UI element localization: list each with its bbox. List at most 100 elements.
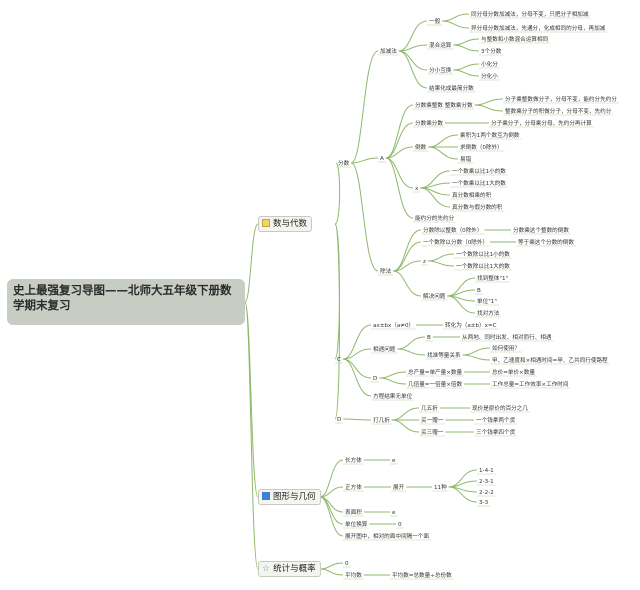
node-D[interactable]: D xyxy=(337,417,341,423)
node-bmj-r[interactable]: e xyxy=(392,510,396,516)
node-d-1r[interactable]: 总价=单价×数量 xyxy=(492,368,535,376)
node-fenshu[interactable]: 分数 xyxy=(338,159,350,167)
node-B-r[interactable]: 从两地、同时出发、相对而行、相遇 xyxy=(462,333,552,341)
node-fangcheng[interactable]: 方程结果无单位 xyxy=(373,392,413,400)
node-zhankai[interactable]: 展开 xyxy=(393,484,405,491)
node-chufa[interactable]: 除法 xyxy=(380,267,392,275)
node-daoshu-2[interactable]: 求倒数（0除外） xyxy=(460,143,503,151)
node-shiyi[interactable]: 11种 xyxy=(434,483,447,491)
node-z-1[interactable]: 一个数除以比1小的数 xyxy=(456,250,510,258)
node-changfangti[interactable]: 长方体 xyxy=(345,456,362,464)
node-yiban-1[interactable]: 同分母分数加减法，分母不变，只把分子相加减 xyxy=(471,10,589,18)
node-B[interactable]: B xyxy=(427,335,431,341)
node-pingjunshu[interactable]: 平均数 xyxy=(345,571,362,579)
node-hunhe[interactable]: 混合运算 xyxy=(429,41,452,49)
connector-x-x_2 xyxy=(420,182,451,189)
node-daoshu-3[interactable]: 易错 xyxy=(460,155,472,163)
node-pjs-r[interactable]: 平均数=总数量÷总份数 xyxy=(392,571,452,579)
connector-b3-pingjunshu xyxy=(319,568,344,576)
node-axbx-r[interactable]: 转化为（a±b）x=C xyxy=(445,321,497,329)
node-chu1[interactable]: 分数除以整数（0除外） xyxy=(423,226,483,234)
node-fscfs[interactable]: 分数乘分数 xyxy=(415,119,443,127)
node-jj-4[interactable]: 找对方法 xyxy=(477,309,500,317)
node-jj-3[interactable]: 单位"1" xyxy=(477,297,497,305)
node-dz-2r[interactable]: 一个钱拿两个货 xyxy=(476,416,516,424)
connector-zhaodeng-zd_2 xyxy=(462,354,491,361)
connector-a-fscfs xyxy=(385,122,414,159)
node-dz-1r[interactable]: 现价是原价的百分之几 xyxy=(472,404,528,412)
node-dw-r[interactable]: 0 xyxy=(398,522,402,528)
node-C[interactable]: C xyxy=(337,357,341,363)
connector-hunhe-hunhe_2 xyxy=(453,44,480,52)
node-chu1-r[interactable]: 分数乘这个整数的倒数 xyxy=(513,226,569,234)
node-chu2-r[interactable]: 等于乘这个分数的倒数 xyxy=(518,238,574,246)
branch-algebra[interactable]: 数与代数 xyxy=(258,216,313,232)
node-x-2[interactable]: 一个数乘以比1大的数 xyxy=(452,179,506,187)
node-fscz[interactable]: 分数乘整数 整数乘分数 xyxy=(415,101,473,109)
node-D2[interactable]: D xyxy=(373,376,377,382)
node-dz-1[interactable]: 几五折 xyxy=(421,404,438,412)
node-tj-0[interactable]: 0 xyxy=(345,561,349,567)
node-zd-2[interactable]: 甲、乙速度和×相遇时间=甲、乙共同行使路程 xyxy=(492,356,608,364)
node-zd-1[interactable]: 如何使用？ xyxy=(492,344,520,352)
node-d-2[interactable]: 几倍量=一倍量×倍数 xyxy=(408,380,463,388)
node-yiban-2[interactable]: 异分母分数加减法，先通分，化成相同的分母，再加减 xyxy=(471,24,606,32)
node-fscz-2[interactable]: 整数乘分子的积做分子，分母不变，先约分 xyxy=(505,107,612,115)
connector-jiejue-jj_1 xyxy=(447,277,476,297)
node-danwei[interactable]: 单位换算 xyxy=(345,520,368,528)
document-icon xyxy=(262,219,270,227)
node-fenxiao-2[interactable]: 分化小 xyxy=(481,72,498,80)
node-jj-2[interactable]: B xyxy=(477,288,481,294)
connector-c-fangcheng xyxy=(342,358,372,397)
connector-yiban-yiban_1 xyxy=(442,13,470,22)
node-s-4[interactable]: 3-3 xyxy=(479,500,489,506)
node-A[interactable]: A xyxy=(380,156,384,162)
node-dz-3r[interactable]: 三个钱拿四个货 xyxy=(476,428,516,436)
node-zhaodeng[interactable]: 找准等量关系 xyxy=(427,351,461,359)
node-z-2[interactable]: 一个数除以比1大的数 xyxy=(456,262,510,270)
node-fenxiao-1[interactable]: 小化分 xyxy=(481,60,498,68)
node-x-1[interactable]: 一个数乘以比1小的数 xyxy=(452,167,506,175)
connector-dajizhe-dz_3 xyxy=(391,419,420,433)
node-fenxiao[interactable]: 分小互换 xyxy=(429,66,452,74)
node-zhankaitu[interactable]: 展开图中，相对的面中间隔一个面 xyxy=(345,532,429,540)
node-jiejue[interactable]: 解决问题 xyxy=(423,292,446,300)
node-zhengfangti[interactable]: 正方体 xyxy=(345,483,362,491)
node-jiajianfa[interactable]: 加减法 xyxy=(380,47,397,55)
node-d-2r[interactable]: 工作总量=工作效率×工作时间 xyxy=(492,380,569,388)
node-x[interactable]: x xyxy=(415,186,419,192)
node-fscz-1[interactable]: 分子乘整数做分子，分母不变，能约分先约分 xyxy=(505,95,617,103)
node-s-1[interactable]: 1-4-1 xyxy=(479,468,494,474)
node-jj-1[interactable]: 找到整体"1" xyxy=(477,274,509,282)
node-hunhe-2[interactable]: 3个分数 xyxy=(481,47,502,55)
node-yiban[interactable]: 一般 xyxy=(429,17,441,25)
node-dz-3[interactable]: 买三赠一 xyxy=(421,428,444,436)
node-x-3[interactable]: 真分数相乘的积 xyxy=(452,191,492,199)
node-axbx[interactable]: ax±bx（a≠0） xyxy=(373,322,414,329)
node-daoshu-1[interactable]: 乘积为1两个数互为倒数 xyxy=(460,131,520,139)
branch-statistics[interactable]: ☆统计与概率 xyxy=(258,561,321,577)
connector-c-xiangyu xyxy=(342,348,372,360)
node-d-1[interactable]: 总产量=单产量×数量 xyxy=(408,368,463,376)
node-dajizhe[interactable]: 打几折 xyxy=(373,416,390,424)
root-topic[interactable]: 史上最强复习导图——北师大五年级下册数学期末复习 xyxy=(7,279,245,325)
node-chu2[interactable]: 一个数除以分数（0除外） xyxy=(423,238,488,246)
node-daoshu[interactable]: 倒数 xyxy=(415,143,427,151)
node-nengyue[interactable]: 能约分的先约分 xyxy=(415,214,455,222)
connector-shiyi-s_4 xyxy=(448,486,478,503)
node-hunhe-1[interactable]: 与整数和小数混合运算相同 xyxy=(481,35,549,43)
node-jieguo[interactable]: 结果化成最简分数 xyxy=(429,84,474,92)
node-cft-r[interactable]: e xyxy=(392,458,396,464)
node-z[interactable]: z xyxy=(423,259,426,265)
node-x-4[interactable]: 真分数与假分数的积 xyxy=(452,203,503,211)
node-dz-2[interactable]: 买一赠一 xyxy=(421,416,444,424)
node-fscfs-1[interactable]: 分子乘分子，分母乘分母，先约分再计算 xyxy=(491,119,592,127)
node-xiangyu[interactable]: 相遇问题 xyxy=(373,345,396,353)
node-s-3[interactable]: 2-2-2 xyxy=(479,490,494,496)
connector-z-z_2 xyxy=(427,260,455,267)
node-biaomianji[interactable]: 表面积 xyxy=(345,508,362,516)
node-s-2[interactable]: 2-3-1 xyxy=(479,479,494,485)
branch-geometry[interactable]: 图形与几何 xyxy=(258,489,321,505)
connector-d2-d_2 xyxy=(379,377,407,385)
connector-fenshu-a xyxy=(351,157,379,164)
